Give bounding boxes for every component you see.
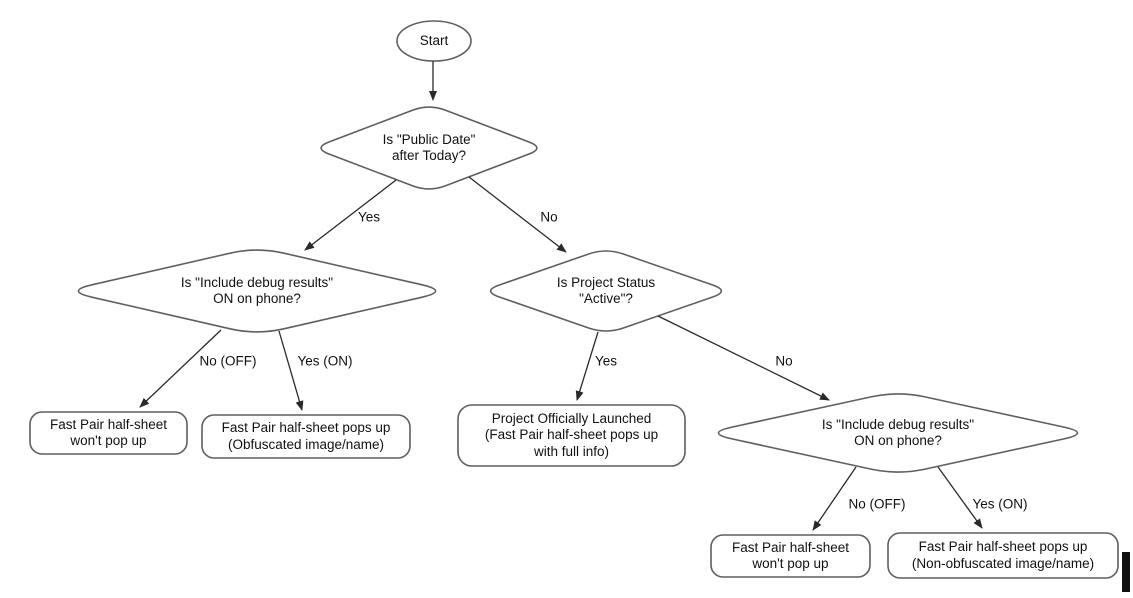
arrow-public-date-no [468,176,567,253]
arrow-debug-right-no-off [812,466,857,531]
arrow-debug-left-yes-on [278,330,304,411]
arrow-project-status-no [657,315,830,401]
decision-debug-right-shape [717,393,1079,473]
result-obfuscated-shape [201,414,411,459]
result-no-popup-left-shape [29,411,188,455]
text-cursor [1122,552,1130,592]
decision-public-date-shape [320,106,538,190]
result-launched-shape [457,404,686,467]
start-node-shape [396,20,472,62]
arrow-project-status-yes [575,331,599,401]
result-non-obfuscated-shape [887,532,1119,579]
decision-project-status-shape [489,250,723,332]
arrow-debug-left-no-off [139,329,222,408]
arrow-public-date-yes [304,179,397,251]
decision-debug-left-shape [77,249,437,333]
arrow-debug-right-yes-on [937,466,983,529]
result-no-popup-right-shape [710,534,871,578]
